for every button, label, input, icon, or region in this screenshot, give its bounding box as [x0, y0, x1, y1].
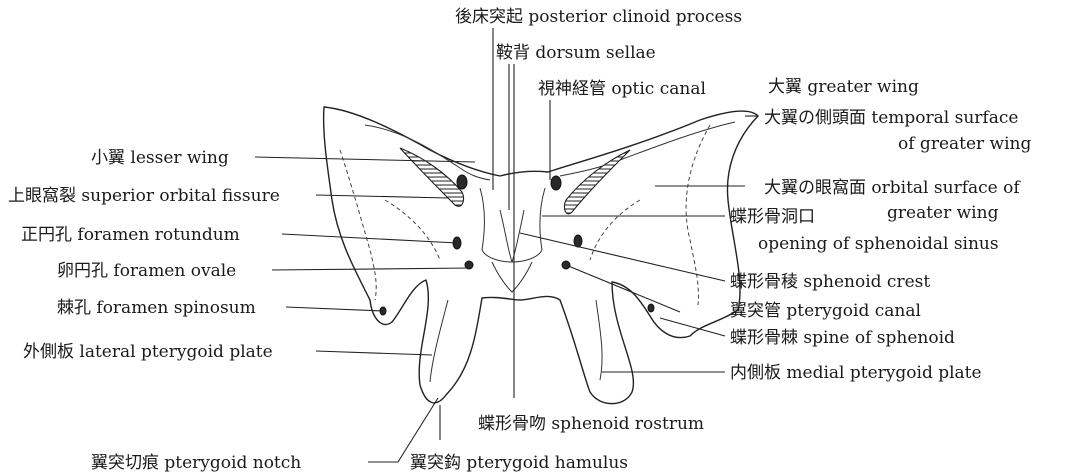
foramen-spinosum-right-shape: [648, 304, 654, 312]
leader-foramen-spinosum: [286, 307, 383, 311]
label-lesser-wing: 小翼 lesser wing: [91, 148, 229, 168]
label-temporal-surface-1: 大翼の側頭面 temporal surface: [764, 108, 1018, 128]
optic-canal-left-shape: [457, 175, 467, 189]
label-foramen-ovale: 卵円孔 foramen ovale: [57, 261, 236, 281]
label-pterygoid-canal: 翼突管 pterygoid canal: [730, 301, 921, 321]
optic-canal-right-shape: [551, 176, 561, 190]
label-lateral-pterygoid-plate: 外側板 lateral pterygoid plate: [23, 342, 273, 362]
foramen-rotundum-right-shape: [574, 235, 582, 247]
label-spine-of-sphenoid: 蝶形骨棘 spine of sphenoid: [730, 328, 955, 348]
label-foramen-spinosum: 棘孔 foramen spinosum: [57, 298, 256, 318]
label-dorsum-sellae: 鞍背 dorsum sellae: [496, 43, 656, 63]
label-pterygoid-notch: 翼突切痕 pterygoid notch: [91, 453, 301, 473]
label-sphenoid-crest: 蝶形骨稜 sphenoid crest: [730, 272, 930, 292]
leader-lateral-pterygoid-plate: [316, 351, 432, 355]
sphenoid-bone-illustration: [324, 107, 758, 404]
label-medial-pterygoid-plate: 内側板 medial pterygoid plate: [730, 363, 982, 383]
label-superior-orbital-fissure: 上眼窩裂 superior orbital fissure: [8, 186, 280, 206]
label-pterygoid-hamulus: 翼突鈎 pterygoid hamulus: [410, 453, 628, 473]
label-sphenoid-rostrum: 蝶形骨吻 sphenoid rostrum: [478, 414, 704, 434]
label-orbital-surface-2: greater wing: [887, 203, 999, 223]
label-greater-wing: 大翼 greater wing: [768, 77, 919, 97]
label-temporal-surface-2: of greater wing: [898, 134, 1031, 154]
label-posterior-clinoid: 後床突起 posterior clinoid process: [455, 7, 742, 27]
label-foramen-rotundum: 正円孔 foramen rotundum: [21, 225, 240, 245]
label-optic-canal: 視神経管 optic canal: [538, 79, 706, 99]
label-orbital-surface-1: 大翼の眼窩面 orbital surface of: [764, 178, 1021, 198]
label-sinus-opening-2: opening of sphenoidal sinus: [758, 234, 999, 254]
label-sinus-opening-1: 蝶形骨洞口: [730, 207, 815, 227]
